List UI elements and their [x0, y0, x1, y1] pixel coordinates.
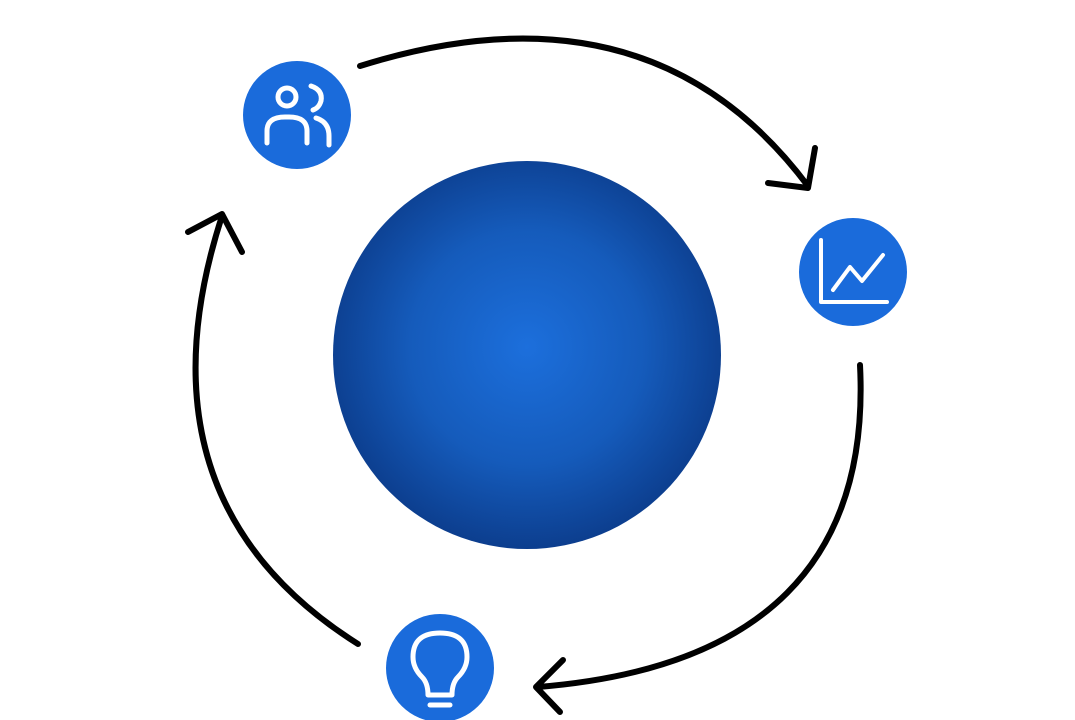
node-growth [799, 218, 907, 326]
node-idea-circle [386, 614, 494, 720]
node-people [243, 61, 351, 169]
center-sphere [333, 161, 721, 549]
line-chart-icon [819, 238, 889, 304]
lightbulb-icon [410, 630, 470, 708]
arrow-growth-to-idea [533, 362, 864, 715]
node-idea [386, 614, 494, 720]
arrow-idea-to-people [185, 211, 361, 647]
arrow-people-to-growth [357, 35, 818, 191]
people-icon [264, 83, 332, 148]
node-people-circle [243, 61, 351, 169]
